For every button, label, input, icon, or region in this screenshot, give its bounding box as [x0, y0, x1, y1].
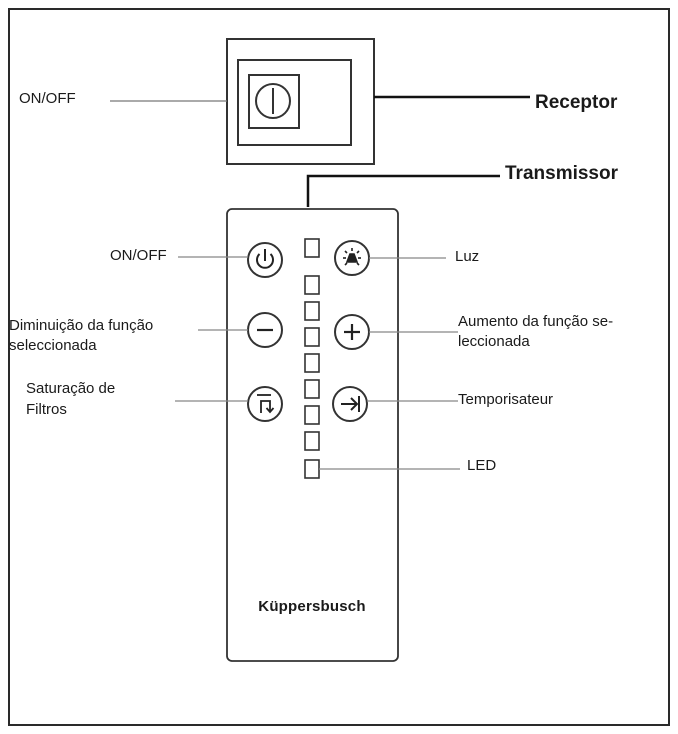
- timer-label: Temporisateur: [458, 391, 554, 408]
- decrease-label-line1: Diminuição da função: [9, 317, 154, 334]
- light-button[interactable]: [334, 240, 370, 276]
- outer-frame: [8, 8, 670, 726]
- timer-button[interactable]: [332, 386, 368, 422]
- led-indicator-icon: [304, 431, 320, 451]
- increase-label-line1: Aumento da função se-: [458, 313, 614, 330]
- led-indicator-icon: [304, 459, 320, 479]
- led-label: LED: [467, 457, 497, 474]
- plus-icon: [344, 324, 360, 340]
- receiver-title: Receptor: [535, 92, 618, 113]
- power-icon: [256, 249, 274, 269]
- timer-arrow-icon: [341, 396, 360, 412]
- filters-label-line2: Filtros: [26, 401, 67, 418]
- transmitter-title-leader: [306, 174, 500, 207]
- increase-label-line2: leccionada: [458, 333, 530, 350]
- light-bulb-icon: [343, 248, 361, 266]
- filters-label-line1: Saturação de: [26, 380, 116, 397]
- light-label: Luz: [455, 248, 480, 265]
- led-indicator-icon: [304, 275, 320, 295]
- led-indicator-icon: [304, 405, 320, 425]
- decrease-button[interactable]: [247, 312, 283, 348]
- led-indicator-icon: [304, 327, 320, 347]
- increase-button[interactable]: [334, 314, 370, 350]
- onoff-label: ON/OFF: [110, 247, 167, 264]
- receiver-onoff-label: ON/OFF: [19, 90, 76, 107]
- filter-reset-icon: [257, 394, 275, 414]
- power-button[interactable]: [247, 242, 283, 278]
- led-column: [304, 238, 320, 479]
- led-indicator-icon: [304, 301, 320, 321]
- led-indicator-icon: [304, 353, 320, 373]
- receiver-unit: [226, 38, 375, 165]
- brand-logo: Küppersbusch: [258, 598, 366, 615]
- transmitter-title: Transmissor: [505, 163, 618, 184]
- led-indicator-icon: [304, 238, 320, 258]
- decrease-label-line2: seleccionada: [9, 337, 97, 354]
- power-switch-icon: [248, 74, 300, 129]
- led-indicator-icon: [304, 379, 320, 399]
- filter-reset-button[interactable]: [247, 386, 283, 422]
